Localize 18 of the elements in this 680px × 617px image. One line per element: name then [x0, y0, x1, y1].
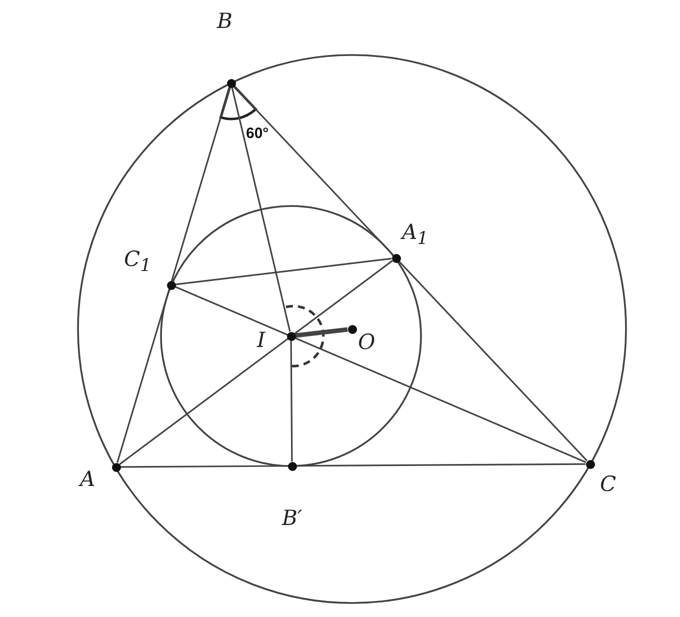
- line-segment: [234, 86, 588, 462]
- point-label: O: [358, 332, 376, 353]
- point-label: C: [600, 474, 616, 495]
- line-segment: [231, 87, 291, 332]
- line-segment: [290, 340, 293, 462]
- line-segment: [295, 327, 348, 338]
- line-segment: [119, 260, 393, 465]
- line-segment: [174, 286, 586, 463]
- point-label: A: [80, 469, 96, 490]
- angle-label: 60°: [246, 126, 269, 141]
- point-label: I: [257, 330, 266, 351]
- line-segment: [175, 258, 392, 286]
- point-label: B′: [282, 508, 302, 529]
- point-label: A$_{1}$: [402, 222, 428, 249]
- point-label: C$_{1}$: [124, 249, 152, 276]
- point-label: B: [217, 11, 232, 32]
- line-segment: [120, 463, 586, 468]
- line-segment: [116, 87, 230, 463]
